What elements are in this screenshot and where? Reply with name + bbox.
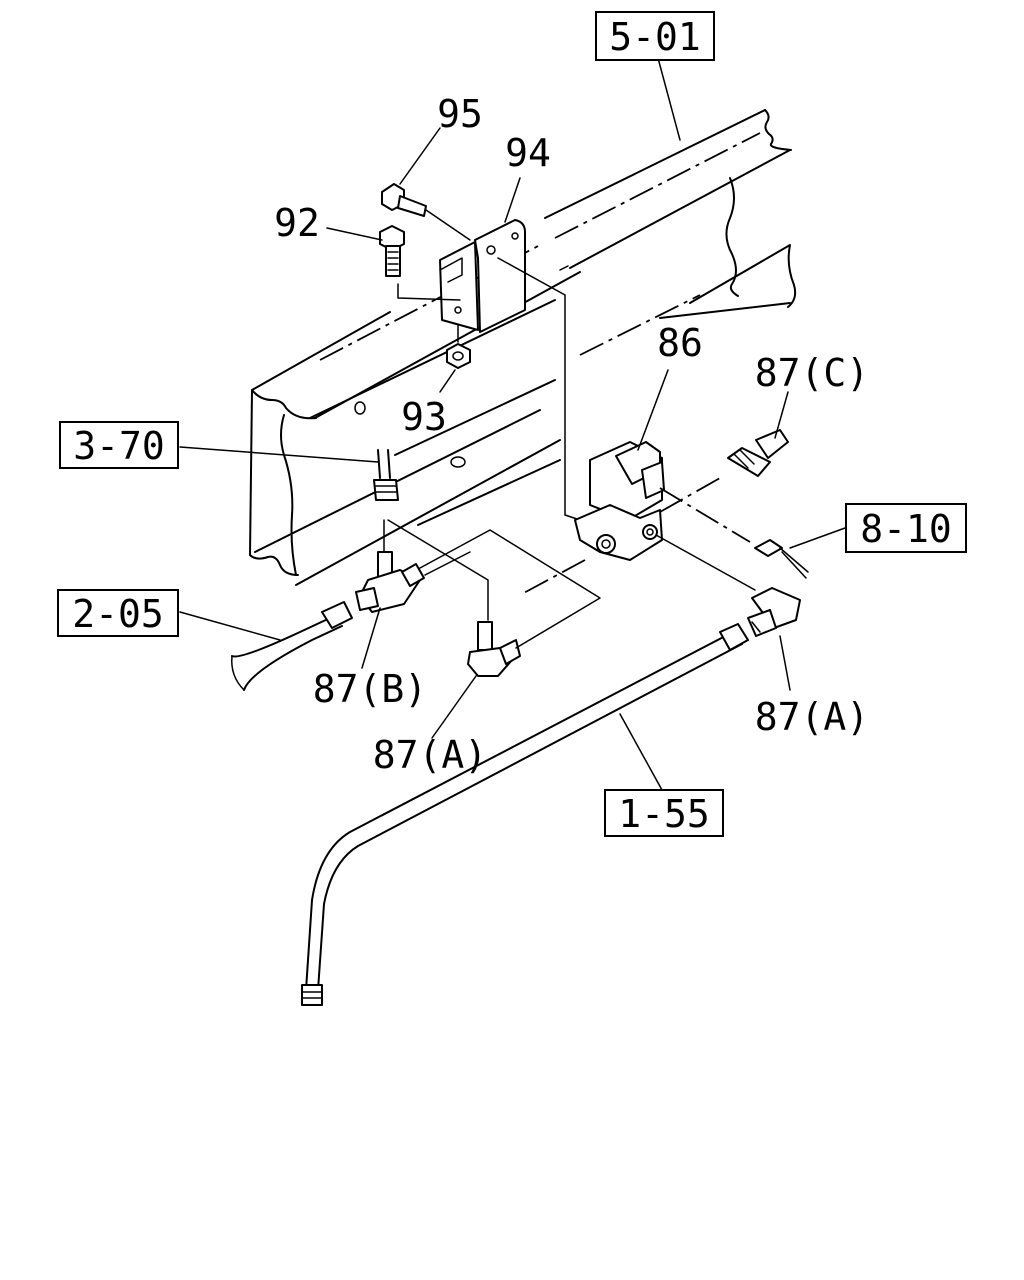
ref-box-2-05[interactable]: 2-05	[57, 589, 179, 637]
bolt-95	[381, 183, 471, 241]
callout-87b: 87(B)	[313, 667, 427, 711]
callout-92: 92	[274, 201, 320, 245]
ref-label-3-70: 3-70	[73, 424, 165, 468]
ref-box-1-55[interactable]: 1-55	[604, 789, 724, 837]
fitting-87a-right	[747, 587, 801, 637]
ref-label-5-01: 5-01	[609, 15, 701, 59]
frame-rail	[249, 109, 797, 586]
ref-box-5-01[interactable]: 5-01	[595, 11, 715, 61]
fitting-87b	[355, 519, 471, 613]
callout-87c: 87(C)	[755, 351, 869, 395]
callout-87a-right: 87(A)	[755, 695, 869, 739]
bracket-94	[439, 219, 526, 333]
ref-box-8-10[interactable]: 8-10	[845, 503, 967, 553]
tube-end-3-70	[373, 449, 399, 501]
mount-leader	[497, 257, 581, 521]
fitting-87a-left	[387, 519, 601, 677]
ref-label-1-55: 1-55	[618, 792, 710, 836]
callout-leaders	[179, 57, 846, 791]
ref-label-2-05: 2-05	[72, 592, 164, 636]
valve-tube-leader	[655, 534, 756, 591]
callout-86: 86	[657, 321, 703, 365]
hose-1-55	[301, 623, 749, 1006]
hose-2-05	[231, 601, 353, 691]
ref-label-8-10: 8-10	[860, 507, 952, 551]
fitting-87c	[659, 429, 789, 513]
bolt-92	[379, 225, 461, 301]
center-line	[519, 559, 586, 596]
valve-86	[574, 441, 665, 561]
connector-8-10	[659, 487, 809, 579]
callout-87a-left: 87(A)	[373, 733, 487, 777]
callout-94: 94	[505, 131, 551, 175]
ref-box-3-70[interactable]: 3-70	[59, 421, 179, 469]
nut-93	[446, 324, 471, 369]
callout-93: 93	[401, 395, 447, 439]
callout-95: 95	[437, 92, 483, 136]
